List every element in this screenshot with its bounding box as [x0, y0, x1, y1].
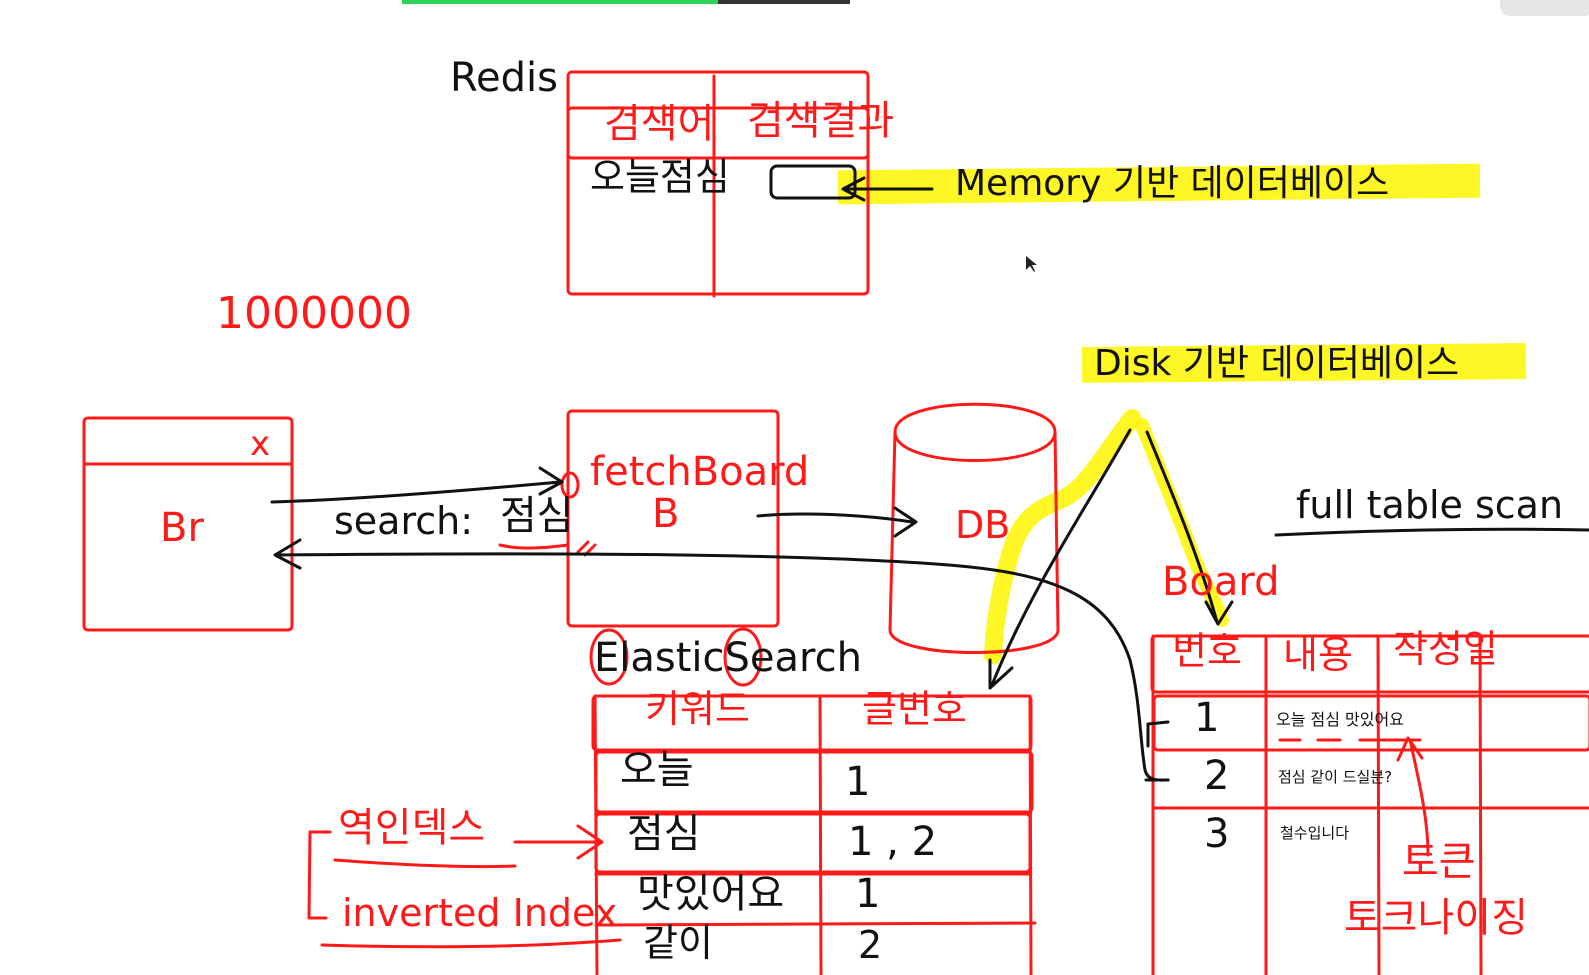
backend-port-mark — [560, 471, 580, 499]
elastic-row-ids: 1 , 2 — [848, 819, 938, 865]
disk-to-board-arrow — [1145, 430, 1234, 626]
elastic-col-ids: 글번호 — [862, 687, 967, 731]
token-arrow — [1396, 736, 1430, 857]
board-col-date: 작성일 — [1393, 627, 1498, 671]
board-col-divider-2 — [1376, 634, 1381, 975]
db-cylinder — [888, 402, 1060, 654]
board-row-content: 철수입니다 — [1280, 824, 1350, 842]
redis-col-keyword: 검색어 — [604, 101, 715, 147]
elastic-row-keyword: 오늘 — [620, 747, 694, 793]
request-keyword: 점심 — [500, 493, 574, 539]
inverted-arrow — [513, 824, 604, 860]
inverted-en: inverted Index — [342, 891, 618, 935]
disk-to-elastic-arrow — [988, 428, 1132, 690]
inverted-underline-1 — [333, 858, 517, 869]
backend-box — [566, 409, 780, 628]
backend-db-arrow — [756, 506, 918, 538]
board-row-no: 3 — [1204, 811, 1230, 857]
inverted-ko: 역인덱스 — [338, 805, 486, 851]
elastic-row-keyword: 점심 — [627, 811, 701, 857]
browser-close: x — [250, 424, 271, 464]
redis-label: Redis — [450, 55, 558, 101]
db-label: DB — [955, 503, 1011, 547]
token-label: 토큰 — [1402, 839, 1476, 885]
tokenizing-label: 토크나이징 — [1344, 895, 1528, 941]
board-row-content: 오늘 점심 맛있어요 — [1276, 710, 1404, 729]
elastic-col-keyword: 키워드 — [645, 687, 750, 731]
elastic-row-ids: 1 — [855, 871, 881, 917]
elastic-row-keyword: 같이 — [643, 921, 713, 965]
inverted-underline-2 — [320, 938, 622, 949]
full-scan-line — [1274, 527, 1589, 537]
backend-fn: fetchBoard — [590, 449, 810, 495]
top-progress-bar — [402, 0, 718, 4]
board-bracket — [1144, 720, 1170, 782]
count-label: 1000000 — [216, 288, 412, 339]
browser-window — [82, 416, 294, 632]
board-col-divider-3 — [1478, 634, 1483, 975]
yellow-stroke-right — [1135, 418, 1229, 627]
elastic-left-edge — [593, 694, 599, 975]
elastic-row-4-line — [594, 921, 1037, 927]
elastic-row-ids: 2 — [858, 923, 883, 967]
elastic-label: ElasticSearch — [594, 635, 862, 681]
redis-header-row — [566, 106, 870, 160]
memory-arrow — [841, 176, 934, 202]
top-right-button[interactable] — [1500, 0, 1589, 16]
request-label: search: — [334, 499, 474, 543]
elastic-circle-s — [723, 627, 763, 687]
redis-result-cell — [769, 164, 857, 200]
elastic-row-ids: 1 — [845, 759, 871, 805]
board-row-no: 2 — [1204, 753, 1230, 799]
browser-label: Br — [160, 505, 204, 551]
elastic-right-edge — [1028, 694, 1033, 975]
board-row-content: 점심 같이 드실분? — [1278, 768, 1393, 786]
memory-note: Memory 기반 데이터베이스 — [955, 163, 1390, 204]
mouse-cursor-icon — [1026, 256, 1037, 272]
disk-note: Disk 기반 데이터베이스 — [1094, 343, 1460, 384]
yellow-stroke-left — [984, 409, 1141, 664]
redis-row-keyword: 오늘점심 — [590, 155, 730, 199]
elastic-column-divider — [818, 694, 823, 975]
inverted-bracket — [307, 830, 332, 920]
board-row-no: 1 — [1194, 695, 1220, 741]
backend-label: B — [652, 491, 680, 537]
redis-col-result: 검색결과 — [747, 98, 895, 144]
request-arrow — [270, 466, 564, 504]
elastic-row-keyword: 맛있어요 — [637, 871, 785, 917]
full-scan-label: full table scan — [1296, 483, 1564, 527]
db-cylinder-top — [893, 430, 1057, 462]
board-label: Board — [1162, 559, 1280, 605]
board-col-no: 번호 — [1172, 629, 1242, 673]
response-arrow — [273, 538, 1170, 782]
top-progress-track — [718, 0, 850, 4]
redis-table-frame — [566, 70, 870, 296]
board-col-content: 내용 — [1283, 633, 1353, 677]
elastic-circle-e — [589, 628, 629, 686]
